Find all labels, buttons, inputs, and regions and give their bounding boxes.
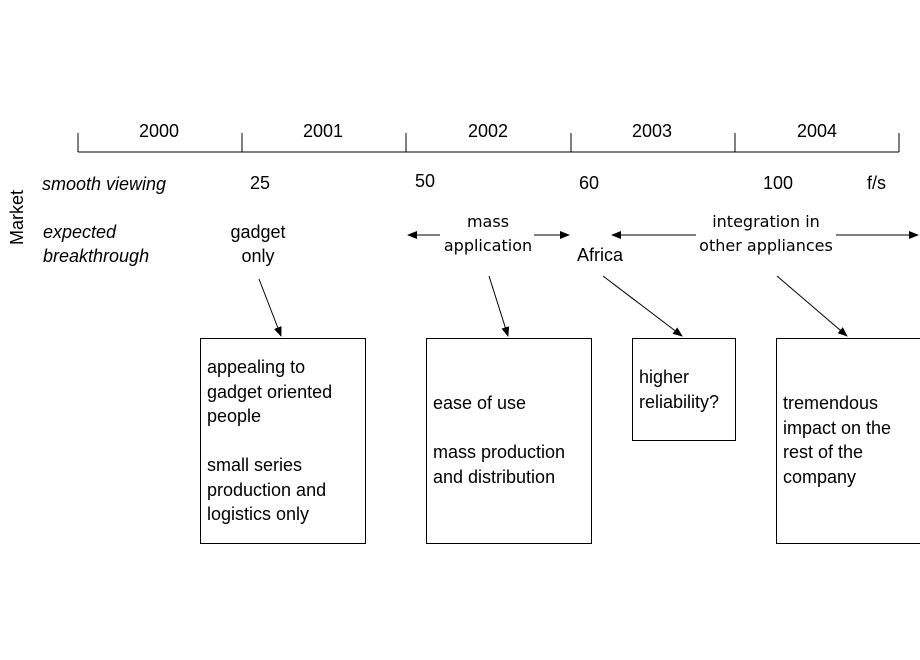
year-label: 2004 (796, 121, 838, 141)
integration-box: tremendous impact on the rest of the com… (776, 338, 920, 544)
year-label: 2001 (302, 121, 344, 141)
smooth-viewing-label: smooth viewing (42, 174, 167, 194)
gadget-box-text: appealing to gadget oriented people smal… (207, 357, 333, 524)
frame-rate-value: 50 (415, 171, 436, 191)
africa-box-text: higher reliability? (639, 367, 720, 412)
year-label: 2002 (467, 121, 509, 141)
mass-box: ease of use mass production and distribu… (426, 338, 592, 544)
integration-box-text: tremendous impact on the rest of the com… (783, 393, 892, 487)
mass-box-text: ease of use mass production and distribu… (433, 393, 566, 487)
gadget-only-label: gadget only (230, 222, 286, 266)
africa-box: higher reliability? (632, 338, 736, 441)
integration-pointer-arrow (776, 275, 848, 337)
africa-pointer-arrow (602, 275, 683, 337)
expected-breakthrough-label: expected breakthrough (43, 222, 150, 266)
frame-rate-value: 25 (250, 173, 271, 193)
frame-rate-value: 60 (579, 173, 600, 193)
year-label: 2003 (631, 121, 673, 141)
mass-pointer-arrow (488, 275, 510, 337)
year-label: 2000 (138, 121, 180, 141)
integration-label: integration in other appliances (699, 212, 833, 255)
africa-label: Africa (577, 245, 624, 265)
frame-rate-unit: f/s (867, 173, 887, 193)
gadget-pointer-arrow (258, 278, 282, 337)
gadget-box: appealing to gadget oriented people smal… (200, 338, 366, 544)
market-side-label: Market (7, 189, 27, 245)
mass-application-label: mass application (443, 212, 533, 255)
frame-rate-value: 100 (763, 173, 794, 193)
